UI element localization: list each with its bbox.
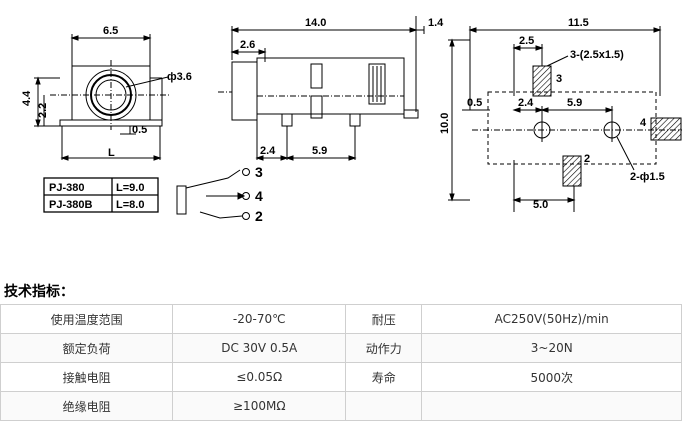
spec-label: 耐压 <box>345 304 423 334</box>
schematic-pin-3: 3 <box>255 164 263 180</box>
spec-label: 动作力 <box>345 333 423 363</box>
technical-drawing: 6.5 4.4 2.2 0.5 ф3.6 L PJ-380 L=9.0 PJ-3… <box>21 16 682 224</box>
footprint-pad-3 <box>532 65 552 97</box>
front-dim-center: 2.2 <box>37 103 49 118</box>
front-dim-pin: 0.5 <box>132 124 147 136</box>
footprint-pad-4 <box>650 117 682 141</box>
spec-value: DC 30V 0.5A <box>172 333 347 363</box>
schematic <box>176 168 250 220</box>
side-view <box>218 16 425 161</box>
footprint-dim-slot: 2.5 <box>519 35 534 47</box>
table-row: 绝缘电阻 ≥100MΩ <box>0 391 682 421</box>
spec-value: -20-70℃ <box>172 304 347 334</box>
spec-value: 3~20N <box>421 333 682 363</box>
side-dim-total: 14.0 <box>305 17 326 29</box>
spec-value <box>421 391 682 421</box>
footprint-view <box>448 26 682 212</box>
table-row: 使用温度范围 -20-70℃ 耐压 AC250V(50Hz)/min <box>0 304 682 334</box>
spec-label: 寿命 <box>345 362 423 392</box>
model-name-1: PJ-380 <box>49 182 84 194</box>
model-length-1: L=9.0 <box>116 182 144 194</box>
footprint-slot-label: 3-(2.5x1.5) <box>570 49 624 61</box>
front-dim-width: 6.5 <box>103 25 118 37</box>
model-length-2: L=8.0 <box>116 199 144 211</box>
schematic-pin-2: 2 <box>255 208 263 224</box>
front-dim-height: 4.4 <box>21 90 33 106</box>
side-dim-tip: 1.4 <box>428 17 444 29</box>
side-dim-front: 2.6 <box>240 39 255 51</box>
footprint-dim-height: 10.0 <box>439 113 451 134</box>
footprint-pad-3-label: 3 <box>556 73 562 85</box>
side-dim-pin1: 2.4 <box>260 145 276 157</box>
front-dim-hole: ф3.6 <box>167 71 192 83</box>
spec-value: AC250V(50Hz)/min <box>421 304 682 334</box>
spec-label <box>345 391 423 421</box>
side-dim-pin2: 5.9 <box>312 145 327 157</box>
spec-value: 5000次 <box>421 362 682 392</box>
footprint-dim-hole2: 5.9 <box>567 97 582 109</box>
specs-heading: 技术指标： <box>4 284 74 300</box>
spec-label: 绝缘电阻 <box>0 391 174 421</box>
table-row: 接触电阻 ≤0.05Ω 寿命 5000次 <box>0 362 682 392</box>
spec-label: 使用温度范围 <box>0 304 174 334</box>
front-dim-length: L <box>108 147 115 159</box>
specs-table: 使用温度范围 -20-70℃ 耐压 AC250V(50Hz)/min 额定负荷 … <box>0 304 682 421</box>
footprint-dim-offset: 0.5 <box>467 97 482 109</box>
footprint-pad-2 <box>562 155 582 187</box>
footprint-hole-label: 2-ф1.5 <box>630 171 665 183</box>
spec-value: ≤0.05Ω <box>172 362 347 392</box>
table-row: 额定负荷 DC 30V 0.5A 动作力 3~20N <box>0 333 682 363</box>
schematic-pin-4: 4 <box>255 188 263 204</box>
footprint-dim-bottom: 5.0 <box>533 199 548 211</box>
footprint-pad-2-label: 2 <box>584 153 590 165</box>
model-table <box>43 177 159 213</box>
model-name-2: PJ-380B <box>49 199 92 211</box>
spec-value: ≥100MΩ <box>172 391 347 421</box>
spec-label: 接触电阻 <box>0 362 174 392</box>
footprint-dim-width: 11.5 <box>568 17 589 29</box>
front-view <box>34 34 170 161</box>
footprint-dim-hole1: 2.4 <box>518 97 534 109</box>
spec-label: 额定负荷 <box>0 333 174 363</box>
footprint-pad-4-label: 4 <box>640 117 647 129</box>
